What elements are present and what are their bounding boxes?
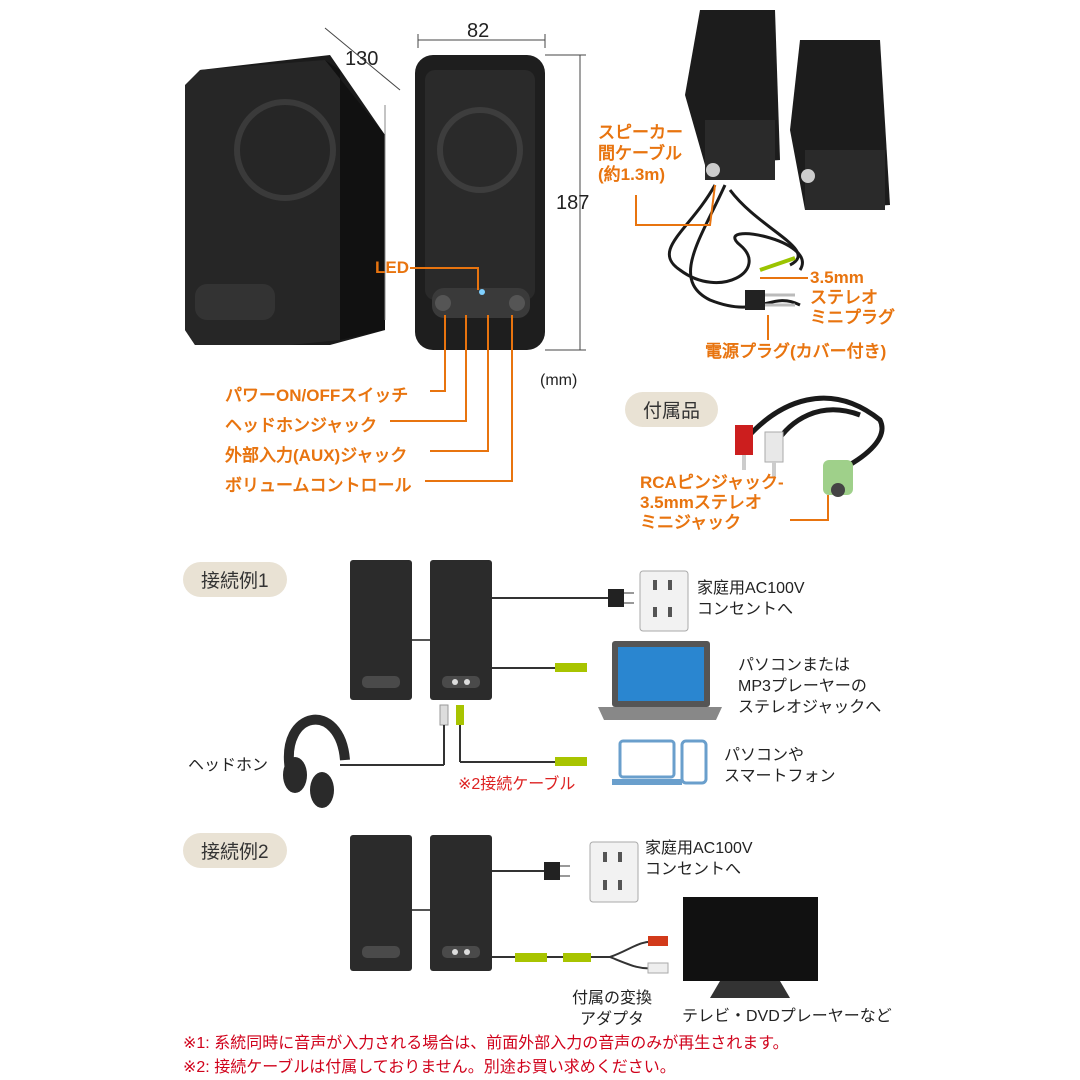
callout-volume: ボリュームコントロール (225, 476, 412, 495)
dimension-depth: 130 (345, 48, 379, 70)
speaker-left-photo (185, 55, 385, 345)
footnotes: ※1: 系統同時に音声が入力される場合は、前面外部入力の音声のみが再生されます。… (183, 1032, 1063, 1080)
example1-outlet-label: 家庭用AC100V コンセントへ (697, 580, 805, 618)
speaker-rear-photo (685, 10, 890, 210)
example1-headphone-label: ヘッドホン (188, 757, 269, 774)
dimension-unit: (mm) (540, 372, 578, 389)
callout-power-switch: パワーON/OFFスイッチ (225, 386, 409, 405)
footnote-2: ※2: 接続ケーブルは付属しておりません。別途お買い求めください。 (183, 1059, 676, 1076)
example2-tv-label: テレビ・DVDプレーヤーなど (682, 1008, 892, 1025)
example1-cable-note: ※2接続ケーブル (458, 776, 576, 793)
footnote-1: ※1: 系統同時に音声が入力される場合は、前面外部入力の音声のみが再生されます。 (183, 1035, 789, 1052)
example2-badge: 接続例2 (183, 833, 287, 868)
callout-headphone-jack: ヘッドホンジャック (225, 416, 378, 435)
example2-diagram (350, 835, 818, 998)
power-plug-photo (745, 290, 765, 310)
example2-outlet-label: 家庭用AC100V コンセントへ (645, 840, 753, 878)
speaker-right-photo (415, 55, 545, 350)
accessory-label: RCAピンジャック- 3.5mmステレオ ミニジャック (640, 473, 784, 532)
example1-pc-label: パソコンまたは MP3プレーヤーの ステレオジャックへ (738, 657, 882, 716)
rca-cable-photo (735, 395, 885, 497)
dimension-width: 82 (467, 20, 490, 42)
example1-badge: 接続例1 (183, 562, 287, 597)
callout-power-plug: 電源プラグ(カバー付き) (705, 342, 887, 361)
accessory-badge: 付属品 (625, 392, 719, 427)
example2-adapter-label: 付属の変換 アダプタ (572, 990, 653, 1028)
callout-speaker-cable: スピーカー 間ケーブル (約1.3m) (598, 123, 683, 184)
example1-mobile-label: パソコンや スマートフォン (724, 747, 836, 785)
dimension-height: 187 (556, 192, 590, 214)
callout-aux-jack: 外部入力(AUX)ジャック (225, 446, 408, 465)
cable-bundle (667, 184, 804, 309)
callout-led: LED (375, 258, 409, 277)
example1-diagram (283, 560, 722, 808)
callout-mini-plug: 3.5mm ステレオ ミニプラグ (810, 268, 895, 327)
